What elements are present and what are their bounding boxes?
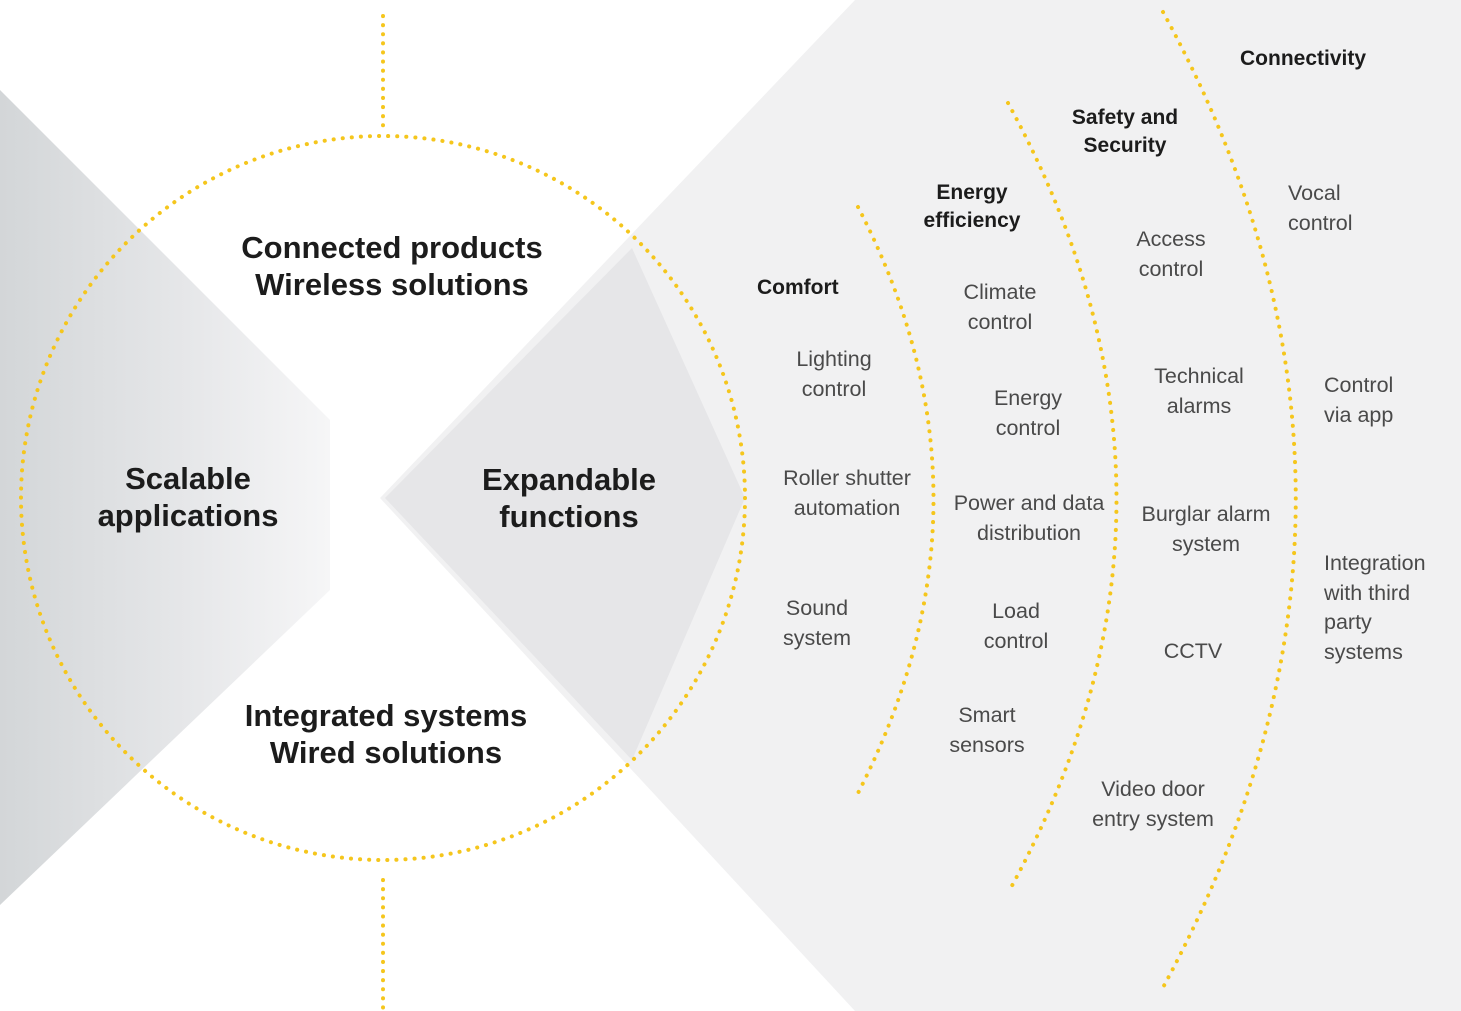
comfort-title: Comfort <box>757 276 839 299</box>
comfort-arc <box>854 205 936 799</box>
energy-arc <box>1006 101 1119 895</box>
right-panel <box>380 0 1461 1011</box>
core-dotted-circle <box>19 134 747 862</box>
connectivity-title: Connectivity <box>1240 47 1367 70</box>
left-photo-panel <box>0 90 330 905</box>
safety-item-cctv: CCTV <box>1163 639 1223 663</box>
center-diamond <box>385 248 745 760</box>
